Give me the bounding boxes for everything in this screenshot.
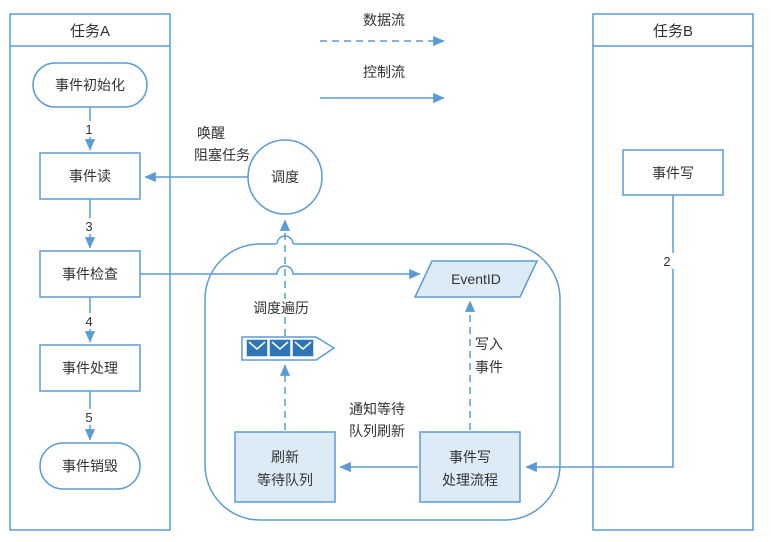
write-event-label-line2: 事件 [475, 359, 503, 375]
step4-label: 4 [85, 314, 92, 329]
refresh-queue-label-line1: 刷新 [271, 449, 299, 465]
event-read-label: 事件读 [69, 168, 111, 184]
step3-label-bg [83, 218, 96, 234]
step4-label-bg [83, 313, 96, 329]
task-a-flow: 事件初始化 1 事件读 3 事件检查 4 事件处理 5 事件销毁 [32, 62, 148, 490]
scheduler-label: 调度 [271, 169, 299, 185]
event-init-label: 事件初始化 [55, 77, 125, 93]
notify-label-line1: 通知等待 [349, 401, 405, 417]
container-bump-gap [276, 241, 294, 247]
event-read-node [39, 152, 141, 200]
write-flow-box [419, 431, 521, 503]
refresh-queue-box [234, 431, 336, 503]
step5-label-bg [83, 409, 96, 425]
legend-data-flow-label: 数据流 [363, 12, 405, 28]
legend-control-flow-label: 控制流 [363, 64, 405, 80]
traverse-label-bg [250, 299, 312, 317]
notify-label-line2: 队列刷新 [349, 423, 405, 439]
event-write-node [622, 149, 724, 196]
arrow-check-to-eventid [140, 265, 421, 280]
step1-label-bg [83, 121, 96, 137]
step3-label: 3 [85, 219, 92, 234]
event-destroy-label: 事件销毁 [62, 458, 118, 474]
task-b-title: 任务B [653, 23, 693, 40]
refresh-queue-label-line2: 等待队列 [257, 472, 313, 488]
step2-label-bg [660, 253, 674, 269]
message-queue-icon [241, 336, 336, 361]
envelope-flap [271, 341, 289, 350]
step5-label: 5 [85, 410, 92, 425]
step2-label: 2 [663, 254, 670, 269]
event-module: EventID 调度遍历 写入 事件 通知等待 队列刷新 刷新 等待队列 事件写… [140, 219, 561, 521]
envelope-flap [294, 341, 312, 350]
container-edge-jump [276, 235, 294, 245]
event-destroy-node [39, 442, 141, 490]
event-write-label: 事件写 [652, 165, 694, 181]
task-b-flow: 事件写 2 [525, 149, 724, 473]
wake-label-line2: 阻塞任务 [194, 147, 250, 163]
event-check-label: 事件检查 [62, 266, 118, 282]
event-id-label: EventID [451, 271, 501, 287]
event-id-parallelogram [413, 260, 539, 298]
event-check-node [39, 250, 141, 298]
task-a-title: 任务A [70, 23, 110, 40]
write-event-label-line1: 写入 [475, 336, 503, 352]
arrow-write-to-writeflow [525, 195, 674, 473]
step1-label: 1 [85, 122, 92, 137]
write-flow-label-line1: 事件写 [449, 449, 491, 465]
wake-label-line1: 唤醒 [197, 125, 225, 141]
envelope-flap [248, 341, 266, 350]
scheduler: 调度 唤醒 阻塞任务 [144, 125, 323, 215]
event-process-label: 事件处理 [62, 360, 118, 376]
write-flow-label-line2: 处理流程 [442, 472, 498, 488]
traverse-label: 调度遍历 [253, 300, 309, 316]
legend: 数据流 控制流 [320, 12, 445, 104]
